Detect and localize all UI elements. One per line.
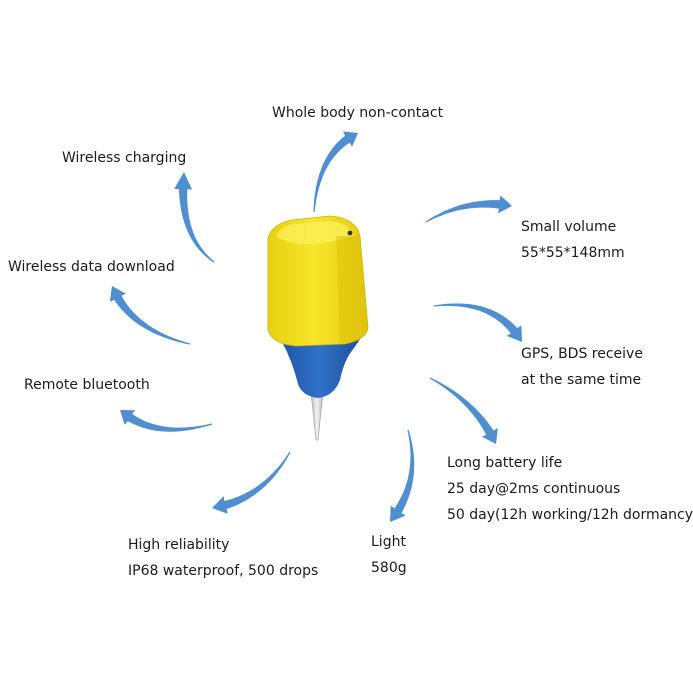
label-remote-bluetooth: Remote bluetooth — [24, 372, 150, 398]
feature-title: Remote bluetooth — [24, 377, 150, 393]
arrow-whole-body-icon — [313, 131, 358, 212]
label-whole-body: Whole body non-contact — [272, 100, 443, 126]
label-gps-bds: GPS, BDS receive at the same time — [521, 341, 643, 393]
label-high-reliability: High reliability IP68 waterproof, 500 dr… — [128, 532, 318, 584]
feature-detail: at the same time — [521, 372, 642, 388]
feature-title: Whole body non-contact — [272, 105, 444, 121]
diagram-graphics — [109, 131, 522, 522]
feature-detail: 50 day(12h working/12h dormancy — [447, 507, 693, 523]
arrow-wireless-data-icon — [109, 286, 191, 345]
feature-title: Wireless data download — [8, 259, 175, 275]
arrow-small-volume-icon — [425, 195, 512, 223]
label-wireless-data: Wireless data download — [8, 254, 175, 280]
sensor-device-icon — [267, 215, 369, 441]
label-light: Light 580g — [371, 529, 407, 581]
feature-title: High reliability — [128, 537, 230, 553]
feature-detail: 580g — [371, 560, 407, 576]
label-long-battery: Long battery life 25 day@2ms continuous … — [447, 450, 693, 528]
feature-detail: 55*55*148mm — [521, 245, 625, 261]
arrow-remote-bluetooth-icon — [120, 410, 213, 432]
arrow-long-battery-icon — [429, 377, 498, 444]
label-small-volume: Small volume 55*55*148mm — [521, 214, 625, 266]
label-wireless-charging: Wireless charging — [62, 145, 186, 171]
feature-diagram: Whole body non-contact Wireless charging… — [8, 100, 693, 584]
feature-detail: IP68 waterproof, 500 drops — [128, 563, 319, 579]
arrow-light-icon — [390, 429, 415, 522]
arrow-gps-bds-icon — [433, 303, 522, 342]
feature-title: GPS, BDS receive — [521, 346, 643, 362]
feature-detail: 25 day@2ms continuous — [447, 481, 621, 497]
feature-title: Wireless charging — [62, 150, 187, 166]
feature-title: Small volume — [521, 219, 617, 235]
arrow-high-reliability-icon — [212, 451, 291, 514]
feature-title: Light — [371, 534, 406, 550]
arrow-wireless-charging-icon — [174, 172, 215, 263]
feature-title: Long battery life — [447, 455, 563, 471]
